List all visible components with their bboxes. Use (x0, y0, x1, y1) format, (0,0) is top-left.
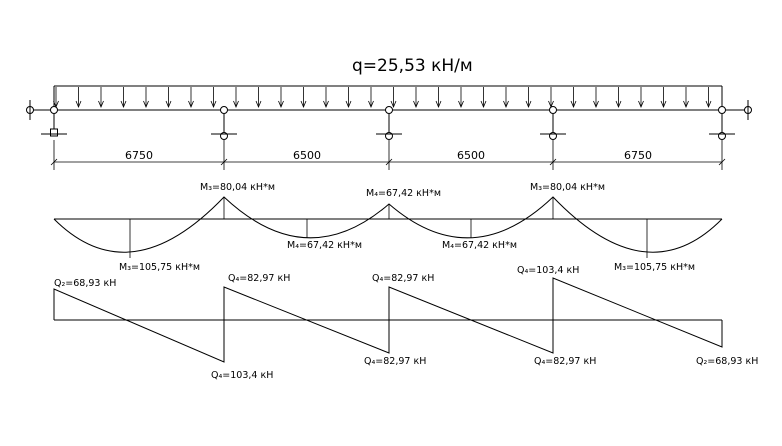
load-arrow-head (705, 100, 712, 109)
load-arrow-head (413, 100, 419, 109)
shear-label-1: Q₂=68,93 кН (54, 278, 116, 289)
load-arrow-head (188, 100, 194, 109)
shear-label-6: Q₄=82,97 кН (364, 356, 426, 367)
load-arrow-head (480, 100, 487, 109)
load-arrow-head (75, 100, 82, 109)
support-node-icon (50, 106, 58, 114)
load-arrow-head (165, 100, 172, 109)
load-arrow-head (390, 100, 397, 109)
load-arrow-head (233, 100, 239, 109)
moment-label-span-1: M₃=105,75 кН*м (119, 262, 200, 273)
moment-label-support-2: M₄=67,42 кН*м (366, 188, 441, 199)
shear-diagram: Q₂=68,93 кН Q₄=82,97 кН Q₄=82,97 кН Q₄=1… (53, 265, 758, 381)
support-node-icon (718, 106, 726, 114)
supports (26, 100, 752, 140)
moment-label-span-3: M₄=67,42 кН*м (442, 240, 517, 251)
load-arrow-head (345, 100, 352, 109)
load-arrow-head (615, 100, 622, 109)
moment-label-support-3: M₃=80,04 кН*м (530, 182, 605, 193)
moment-curve (53, 196, 723, 253)
load-arrow-head (255, 100, 262, 109)
load-arrow-head (435, 100, 442, 109)
dimension-ticks (50, 140, 726, 170)
shear-label-7: Q₄=82,97 кН (534, 356, 596, 367)
load-arrow-head (278, 100, 284, 109)
load-arrow-head (570, 100, 577, 109)
moment-label-span-2: M₄=67,42 кН*м (287, 240, 362, 251)
load-arrow-head (638, 100, 644, 109)
load-arrow-head (210, 100, 217, 109)
distributed-load: q=25,53 кН/м (53, 56, 722, 109)
support-fixed-icon (50, 128, 58, 137)
moment-diagram: M₃=80,04 кН*м M₄=67,42 кН*м M₃=80,04 кН*… (53, 182, 723, 273)
dimension-tick (220, 158, 228, 166)
dimension-tick (549, 158, 557, 166)
load-arrow-head (660, 100, 667, 109)
dimension-tick (718, 158, 726, 166)
load-arrow-head (143, 100, 149, 109)
shear-label-3: Q₄=82,97 кН (372, 273, 434, 284)
dimension-tick (50, 158, 58, 166)
moment-label-span-4: M₃=105,75 кН*м (614, 262, 695, 273)
load-arrow-head (593, 100, 599, 109)
load-arrow-head (458, 100, 464, 109)
load-arrow-head (120, 100, 127, 109)
support-node-icon (549, 106, 557, 114)
support-node-icon (220, 106, 228, 114)
load-arrow-head (98, 100, 104, 109)
shear-label-2: Q₄=82,97 кН (228, 273, 290, 284)
load-arrow-head (368, 100, 374, 109)
load-arrow-head (683, 100, 689, 109)
dimension-line: 6750 6500 6500 6750 (50, 140, 726, 170)
load-arrow-head (503, 100, 509, 109)
load-arrows (53, 87, 712, 109)
load-arrow-head (525, 100, 532, 109)
support-node-icon (385, 106, 393, 114)
span-length-3: 6500 (457, 149, 485, 162)
span-length-2: 6500 (293, 149, 321, 162)
span-length-4: 6750 (624, 149, 652, 162)
load-arrow-head (323, 100, 329, 109)
load-arrow-head (300, 100, 307, 109)
shear-label-5: Q₄=103,4 кН (517, 265, 579, 276)
moment-label-support-1: M₃=80,04 кН*м (200, 182, 275, 193)
shear-label-8: Q₂=68,93 кН (696, 356, 758, 367)
dimension-tick (385, 158, 393, 166)
shear-polyline (53, 277, 723, 363)
load-label: q=25,53 кН/м (352, 56, 473, 76)
span-length-1: 6750 (125, 149, 153, 162)
shear-label-4: Q₄=103,4 кН (211, 370, 273, 381)
